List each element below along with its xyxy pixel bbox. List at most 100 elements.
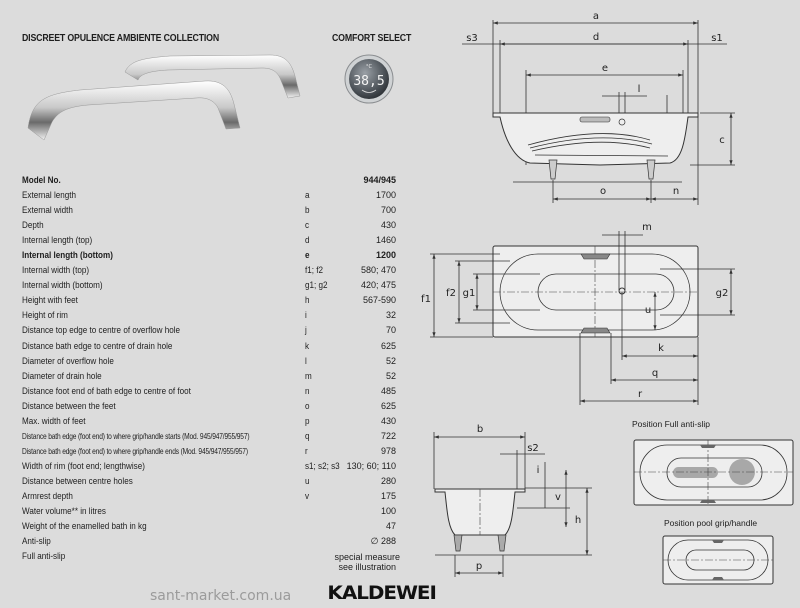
spec-row: External width b 700	[22, 203, 396, 218]
spec-value: ∅ 288	[370, 536, 396, 547]
spec-row: Internal length (top) d 1460	[22, 233, 396, 248]
spec-value: 1200	[375, 250, 396, 261]
spec-label: Full anti-slip	[22, 551, 66, 562]
spec-symbol: e	[305, 250, 310, 261]
dim-label-p: p	[476, 561, 482, 572]
dim-label-r: r	[638, 389, 643, 400]
spec-label: Distance bath edge to centre of drain ho…	[22, 340, 173, 351]
full-antislip-thumbnail	[633, 439, 794, 506]
dim-label-q: q	[652, 368, 658, 379]
spec-value: 52	[385, 355, 396, 366]
spec-symbol: b	[305, 205, 310, 216]
comfort-select-dial: °C 38,5	[344, 54, 394, 104]
spec-row: Distance bath edge (foot end) to where g…	[22, 444, 396, 459]
watermark: sant-market.com.ua	[150, 588, 292, 604]
spec-label: External width	[22, 205, 73, 216]
spec-label: Model No.	[22, 175, 61, 185]
spec-label: External length	[22, 190, 77, 201]
dim-label-a: a	[593, 11, 599, 22]
spec-value: special measure see illustration	[334, 552, 400, 573]
temperature-value: 38,5	[353, 74, 384, 89]
spec-symbol: n	[305, 385, 310, 396]
spec-value: 567-590	[362, 295, 396, 306]
spec-value: 175	[380, 490, 396, 501]
spec-symbol: f1; f2	[305, 265, 324, 276]
spec-symbol: u	[305, 475, 310, 486]
spec-label: Distance bath edge (foot end) to where g…	[22, 430, 250, 441]
dim-label-b: b	[477, 424, 483, 435]
temperature-unit: °C	[366, 64, 373, 70]
dim-label-c: c	[719, 135, 725, 146]
spec-row: External length a 1700	[22, 188, 396, 203]
spec-row: Width of rim (foot end; lengthwise)s1; s…	[22, 459, 396, 474]
dim-label-s3: s3	[466, 33, 478, 44]
spec-row: Distance top edge to centre of overflow …	[22, 323, 396, 338]
dim-label-o: o	[600, 186, 606, 197]
spec-value: 280	[380, 475, 396, 486]
dim-label-n: n	[673, 186, 679, 197]
spec-label: Water volume** in litres	[22, 506, 106, 517]
dim-label-d: d	[593, 32, 599, 43]
spec-label: Height with feet	[22, 295, 78, 306]
dim-label-f2: f2	[446, 288, 456, 299]
spec-row: Model No. 944/945	[22, 173, 396, 188]
spec-label: Distance top edge to centre of overflow …	[22, 325, 181, 336]
dim-label-k: k	[658, 343, 664, 354]
spec-label: Internal length (top)	[22, 235, 93, 246]
dim-label-g1: g1	[463, 288, 476, 299]
dim-label-m: m	[642, 222, 652, 233]
spec-label: Internal width (top)	[22, 265, 90, 276]
plan-view-drawing: f1 f2 g1 g2 m u k q r	[421, 222, 735, 405]
spec-value: 1700	[375, 190, 396, 201]
spec-row: Weight of the enamelled bath in kg 47	[22, 519, 396, 534]
spec-label: Weight of the enamelled bath in kg	[22, 521, 147, 532]
spec-label: Internal length (bottom)	[22, 250, 113, 261]
spec-value: 420; 475	[360, 280, 396, 291]
side-view-drawing: a d s3 s1 e l c o n	[462, 11, 735, 205]
spec-row: Distance bath edge (foot end) to where g…	[22, 429, 396, 444]
cross-section-drawing: b s2 i v h p	[433, 424, 592, 577]
dim-label-s1: s1	[711, 33, 723, 44]
dim-label-i: i	[537, 465, 540, 476]
spec-label: Internal width (bottom)	[22, 280, 103, 291]
spec-symbol: o	[305, 400, 310, 411]
dim-label-s2: s2	[527, 443, 539, 454]
spec-value: 700	[380, 205, 396, 216]
spec-value: 47	[385, 521, 396, 532]
pool-grip-caption: Position pool grip/handle	[664, 518, 758, 528]
spec-label: Distance bath edge (foot end) to where g…	[22, 445, 248, 456]
dim-label-v: v	[555, 492, 561, 503]
spec-value: 52	[385, 370, 396, 381]
comfort-select-title: COMFORT SELECT	[332, 33, 412, 44]
spec-symbol: l	[305, 355, 307, 366]
spec-value: 944/945	[363, 175, 396, 185]
spec-label: Anti-slip	[22, 536, 51, 547]
dim-label-g2: g2	[716, 288, 729, 299]
spec-label: Depth	[22, 220, 44, 231]
spec-row: Water volume** in litres 100	[22, 504, 396, 519]
spec-value: 430	[380, 415, 396, 426]
full-antislip-caption: Position Full anti-slip	[632, 419, 710, 429]
spec-value: 100	[380, 506, 396, 517]
spec-value: 580; 470	[360, 265, 396, 276]
spec-value: 130; 60; 110	[346, 460, 396, 471]
spec-value: 1460	[375, 235, 396, 246]
spec-row: Internal length (bottom) e 1200	[22, 248, 396, 263]
spec-row: Distance bath edge to centre of drain ho…	[22, 339, 396, 354]
dim-label-h: h	[575, 515, 581, 526]
spec-row: Internal width (top) f1; f2 580; 470	[22, 263, 396, 278]
dim-label-u: u	[645, 305, 651, 316]
collection-title: DISCREET OPULENCE AMBIENTE COLLECTION	[22, 33, 220, 44]
spec-label: Distance foot end of bath edge to centre…	[22, 385, 191, 396]
spec-symbol: k	[305, 340, 310, 351]
spec-symbol: a	[305, 190, 310, 201]
spec-symbol: d	[305, 235, 310, 246]
